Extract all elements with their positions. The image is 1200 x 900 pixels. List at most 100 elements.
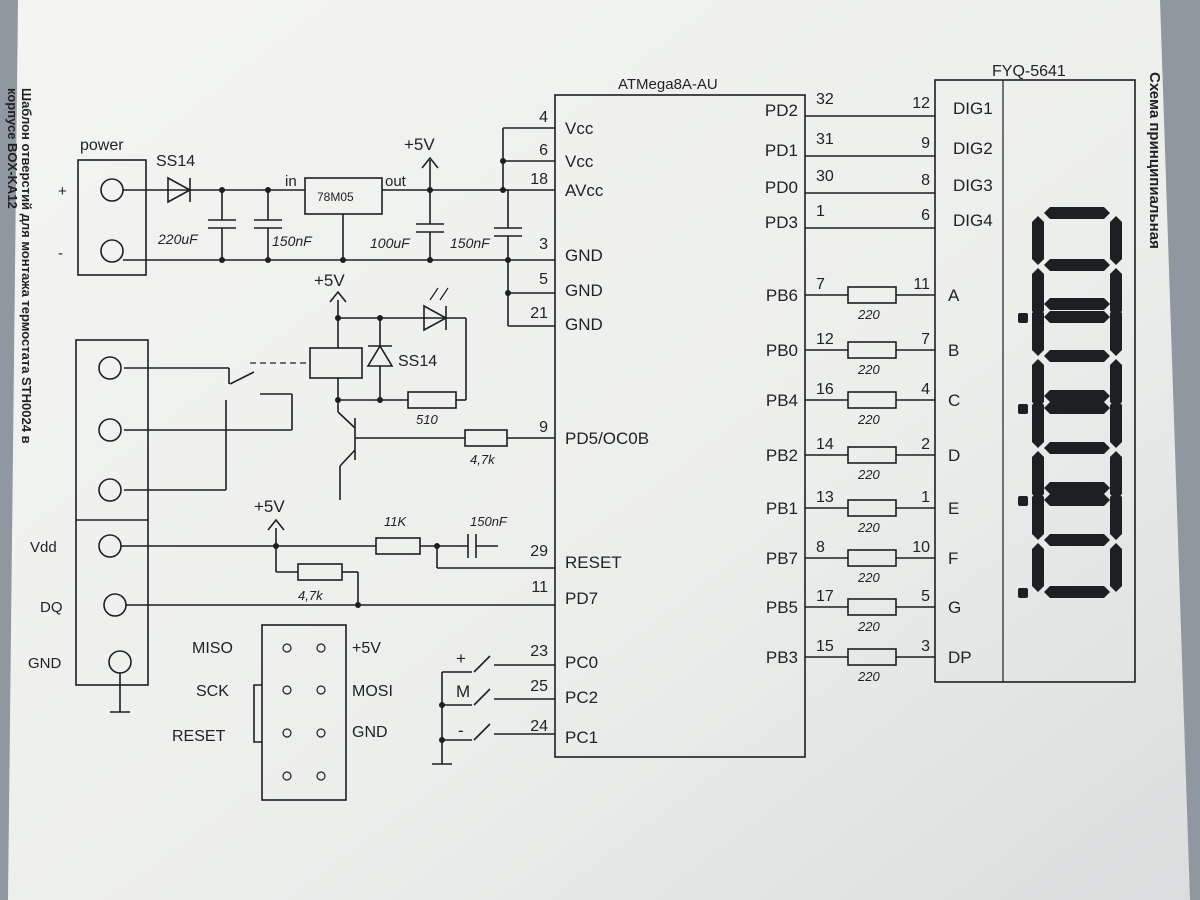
- display-pin-number: 3: [921, 638, 930, 655]
- mcu-pin-number: 30: [816, 168, 834, 185]
- mcu-pin-number: 9: [539, 419, 548, 436]
- mcu-pin-number: 29: [530, 543, 548, 560]
- relay-vcc-label: +5V: [314, 271, 345, 290]
- display-pin-label: E: [948, 499, 959, 518]
- mcu-pin-number: 18: [530, 171, 548, 188]
- display-pin-label: DIG1: [953, 99, 993, 118]
- isp-vcc-label: +5V: [352, 640, 381, 657]
- power-plus-label: +: [58, 183, 67, 200]
- cap-reset-label: 150nF: [470, 514, 508, 529]
- mcu-pin-label: Vcc: [565, 152, 594, 171]
- mcu-pin-number: 7: [816, 276, 825, 293]
- capacitor-100uf: [416, 187, 444, 263]
- display-pin-label: D: [948, 446, 960, 465]
- mcu-pin-label: PD5/OC0B: [565, 429, 649, 448]
- sensor-dq-label: DQ: [40, 599, 63, 616]
- display-pin-label: DIG4: [953, 211, 993, 230]
- mcu-pin-label: PC2: [565, 688, 598, 707]
- cap-220uf-label: 220uF: [157, 231, 199, 247]
- flyback-diode-label: SS14: [398, 353, 437, 370]
- isp-miso-label: MISO: [192, 640, 233, 657]
- display-pin-label: F: [948, 549, 958, 568]
- button-plus[interactable]: [442, 655, 555, 673]
- regulator-out-label: out: [385, 173, 407, 190]
- mcu-name: ATMega8A-AU: [618, 76, 718, 93]
- resistor-11k-label: 11K: [384, 514, 407, 529]
- mcu-pin-label: GND: [565, 281, 603, 300]
- button-minus-label: -: [458, 721, 464, 740]
- display-pin-number: 11: [913, 276, 930, 293]
- mcu-pin-label: PB1: [766, 499, 798, 518]
- resistor-pullup-label: 4,7k: [298, 588, 324, 603]
- mcu-pin-label: PB3: [766, 648, 798, 667]
- mcu-pin-number: 3: [539, 236, 548, 253]
- resistor-510-label: 510: [416, 412, 438, 427]
- sensor-gnd-label: GND: [28, 655, 62, 672]
- display-pin-label: C: [948, 391, 960, 410]
- mcu-pin-number: 21: [530, 305, 548, 322]
- mcu-pin-label: PC0: [565, 653, 598, 672]
- button-mode[interactable]: [442, 688, 555, 706]
- relay-terminal-3: [98, 478, 122, 502]
- indicator-led: [423, 287, 449, 332]
- mcu-pin-label: PD1: [765, 141, 798, 160]
- mcu-pin-label: Vcc: [565, 119, 594, 138]
- mcu-pin-label: PB0: [766, 341, 798, 360]
- mcu-pin-label: PB5: [766, 598, 798, 617]
- relay-terminal-1: [98, 356, 122, 380]
- segment-resistor-label: 220: [857, 520, 880, 535]
- isp-pin: [282, 771, 292, 781]
- mcu-pin-number: 24: [530, 718, 548, 735]
- mcu-pin-number: 5: [539, 271, 548, 288]
- mcu-pin-number: 11: [531, 579, 548, 596]
- mcu-pin-number: 8: [816, 539, 825, 556]
- mcu-pin-number: 12: [816, 331, 834, 348]
- isp-pin: [316, 771, 326, 781]
- mcu-pin-label: PD2: [765, 101, 798, 120]
- segment-resistor-label: 220: [857, 669, 880, 684]
- display-pin-label: A: [948, 286, 960, 305]
- mcu-pin-number: 16: [816, 381, 834, 398]
- display-pin-number: 7: [921, 331, 930, 348]
- seven-segment-digits: [1018, 207, 1122, 598]
- cap-150nf-output-label: 150nF: [450, 235, 491, 251]
- mcu-pin-number: 23: [530, 643, 548, 660]
- button-minus[interactable]: [442, 723, 555, 741]
- transistor-npn: [337, 400, 356, 500]
- display-pin-number: 10: [912, 539, 930, 556]
- mcu-pin-number: 25: [530, 678, 548, 695]
- display-pin-label: DIG2: [953, 139, 993, 158]
- mcu-pin-number: 17: [816, 588, 834, 605]
- vout-label: +5V: [404, 135, 435, 154]
- isp-gnd-label: GND: [352, 724, 388, 741]
- mcu-pin-number: 15: [816, 638, 834, 655]
- segment-resistor-label: 220: [857, 307, 880, 322]
- segment-resistor-label: 220: [857, 362, 880, 377]
- cap-100uf-label: 100uF: [370, 235, 411, 251]
- mcu-pin-label: PB7: [766, 549, 798, 568]
- display-pin-number: 12: [912, 95, 930, 112]
- mcu-pin-label: PB4: [766, 391, 798, 410]
- mcu-pin-number: 4: [539, 109, 548, 126]
- mcu-pin-number: 1: [816, 203, 825, 220]
- power-connector: [77, 159, 147, 276]
- power-terminal-minus: [100, 239, 124, 263]
- capacitor-150nf-input: [254, 187, 282, 263]
- mcu-pin-number: 32: [816, 91, 834, 108]
- sensor-vdd-label: Vdd: [30, 539, 57, 556]
- power-minus-label: -: [58, 245, 63, 262]
- mcu-pin-number: 31: [816, 131, 834, 148]
- power-label: power: [80, 137, 124, 154]
- capacitor-220uf: [208, 187, 236, 263]
- display-pin-label: G: [948, 598, 961, 617]
- display-fyq5641: [934, 79, 1136, 683]
- isp-pin: [282, 643, 292, 653]
- regulator-in-label: in: [285, 173, 297, 190]
- mcu-pin-label: GND: [565, 246, 603, 265]
- side-caption-line1: Шаблон отверстий для монтажа термостата …: [19, 88, 34, 444]
- isp-pin: [282, 728, 292, 738]
- segment-resistor-label: 220: [857, 619, 880, 634]
- mcu-pin-label: PC1: [565, 728, 598, 747]
- reset-vcc-label: +5V: [254, 497, 285, 516]
